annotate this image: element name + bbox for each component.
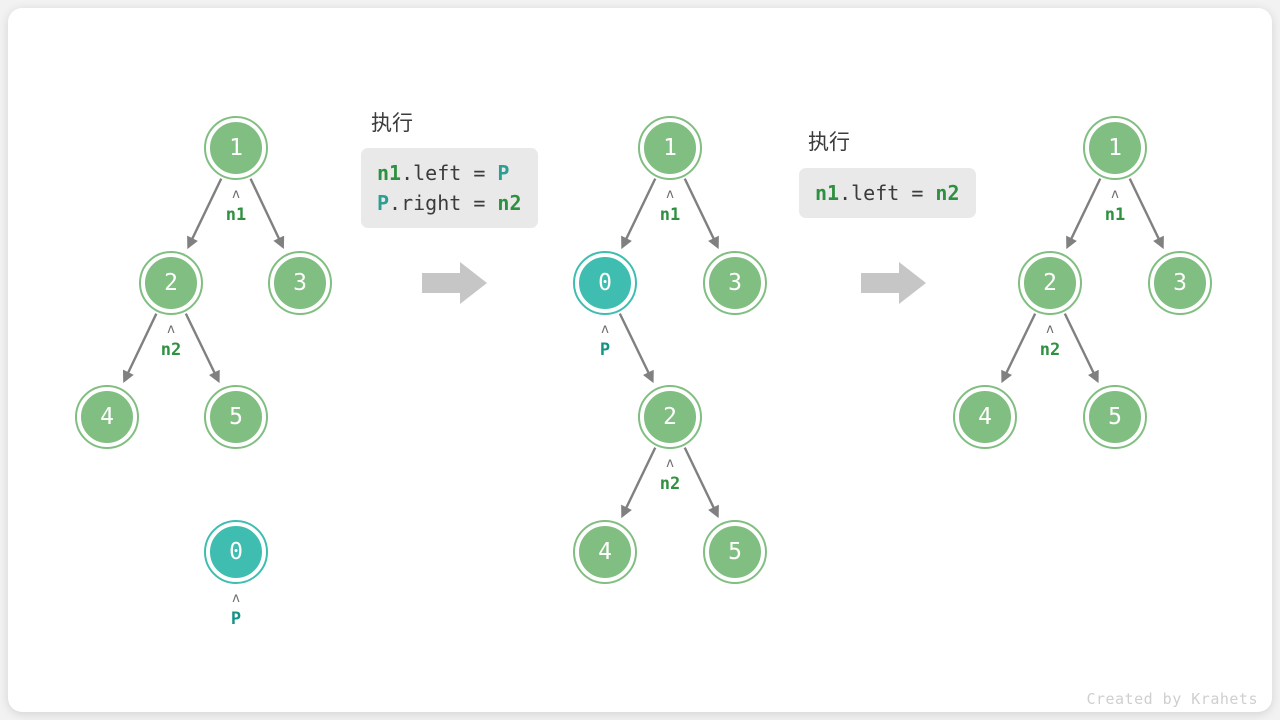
node-outer-ring [1018,251,1082,315]
node-value: 5 [728,538,742,565]
node-value: 3 [1173,269,1187,296]
node-outer-ring [638,116,702,180]
tree-node-5: 5 [204,385,268,449]
pointer-name: P [230,609,242,629]
tree-node-3: 3 [268,251,332,315]
node-value: 2 [663,403,677,430]
pointer-name: n2 [160,340,182,360]
tree-node-4: 4 [573,520,637,584]
watermark: Created by Krahets [1086,690,1258,708]
step-transition-arrow-icon [422,260,488,306]
node-outer-ring [953,385,1017,449]
node-outer-ring [1148,251,1212,315]
pointer-name: P [599,340,611,360]
node-outer-ring [75,385,139,449]
code-token: P [377,191,390,215]
node-value: 4 [598,538,612,565]
code-token: .right = [389,191,498,215]
tree-node-5: 5 [1083,385,1147,449]
node-value: 2 [1043,269,1057,296]
node-outer-ring [268,251,332,315]
pointer-name: n1 [1104,205,1126,225]
tree-node-3: 3 [1148,251,1212,315]
pointer-label-n2: ʌ n2 [635,456,705,495]
code-token: .left = [839,181,936,205]
caret-icon: ʌ [232,591,240,606]
pointer-label-n1: ʌ n1 [635,187,705,226]
caret-icon: ʌ [1111,187,1119,202]
caret-icon: ʌ [167,322,175,337]
code-token: n1 [377,161,402,185]
tree-node-2: 2 [638,385,702,449]
node-value: 0 [229,538,243,565]
node-outer-ring [703,520,767,584]
node-outer-ring [139,251,203,315]
node-outer-ring [204,520,268,584]
pointer-label-n1: ʌ n1 [201,187,271,226]
tree-node-1: 1 [204,116,268,180]
exec-label: 执行 [371,111,413,135]
code-token: .left = [401,161,498,185]
caret-icon: ʌ [666,187,674,202]
exec-label: 执行 [808,130,850,154]
pointer-name: n2 [1039,340,1061,360]
caret-icon: ʌ [601,322,609,337]
code-token: P [497,161,510,185]
code-block: n1.left = n2 [799,168,976,218]
node-value: 4 [978,403,992,430]
caret-icon: ʌ [1046,322,1054,337]
node-value: 3 [293,269,307,296]
node-value: 1 [1108,134,1122,161]
code-token: n1 [815,181,840,205]
node-value: 0 [598,269,612,296]
pointer-label-n2: ʌ n2 [136,322,206,361]
node-value: 3 [728,269,742,296]
node-outer-ring [204,385,268,449]
step-transition-arrow-icon [861,260,927,306]
code-line: P.right = n2 [377,188,522,218]
tree-node-0: 0 [204,520,268,584]
node-outer-ring [703,251,767,315]
tree-node-2: 2 [1018,251,1082,315]
tree-node-4: 4 [75,385,139,449]
caret-icon: ʌ [232,187,240,202]
node-value: 4 [100,403,114,430]
tree-node-5: 5 [703,520,767,584]
tree-node-1: 1 [1083,116,1147,180]
node-outer-ring [573,251,637,315]
node-value: 1 [663,134,677,161]
node-outer-ring [573,520,637,584]
node-value: 2 [164,269,178,296]
node-value: 1 [229,134,243,161]
node-outer-ring [204,116,268,180]
node-outer-ring [1083,116,1147,180]
tree-node-4: 4 [953,385,1017,449]
pointer-label-n1: ʌ n1 [1080,187,1150,226]
tree-node-0: 0 [573,251,637,315]
node-outer-ring [638,385,702,449]
node-value: 5 [229,403,243,430]
code-line: n1.left = P [377,158,522,188]
tree-node-1: 1 [638,116,702,180]
node-outer-ring [1083,385,1147,449]
code-token: n2 [935,181,960,205]
code-line: n1.left = n2 [815,178,960,208]
tree-node-3: 3 [703,251,767,315]
pointer-name: n1 [659,205,681,225]
tree-node-2: 2 [139,251,203,315]
pointer-label-n2: ʌ n2 [1015,322,1085,361]
pointer-name: n2 [659,474,681,494]
node-value: 5 [1108,403,1122,430]
code-token: n2 [497,191,522,215]
pointer-name: n1 [225,205,247,225]
caret-icon: ʌ [666,456,674,471]
